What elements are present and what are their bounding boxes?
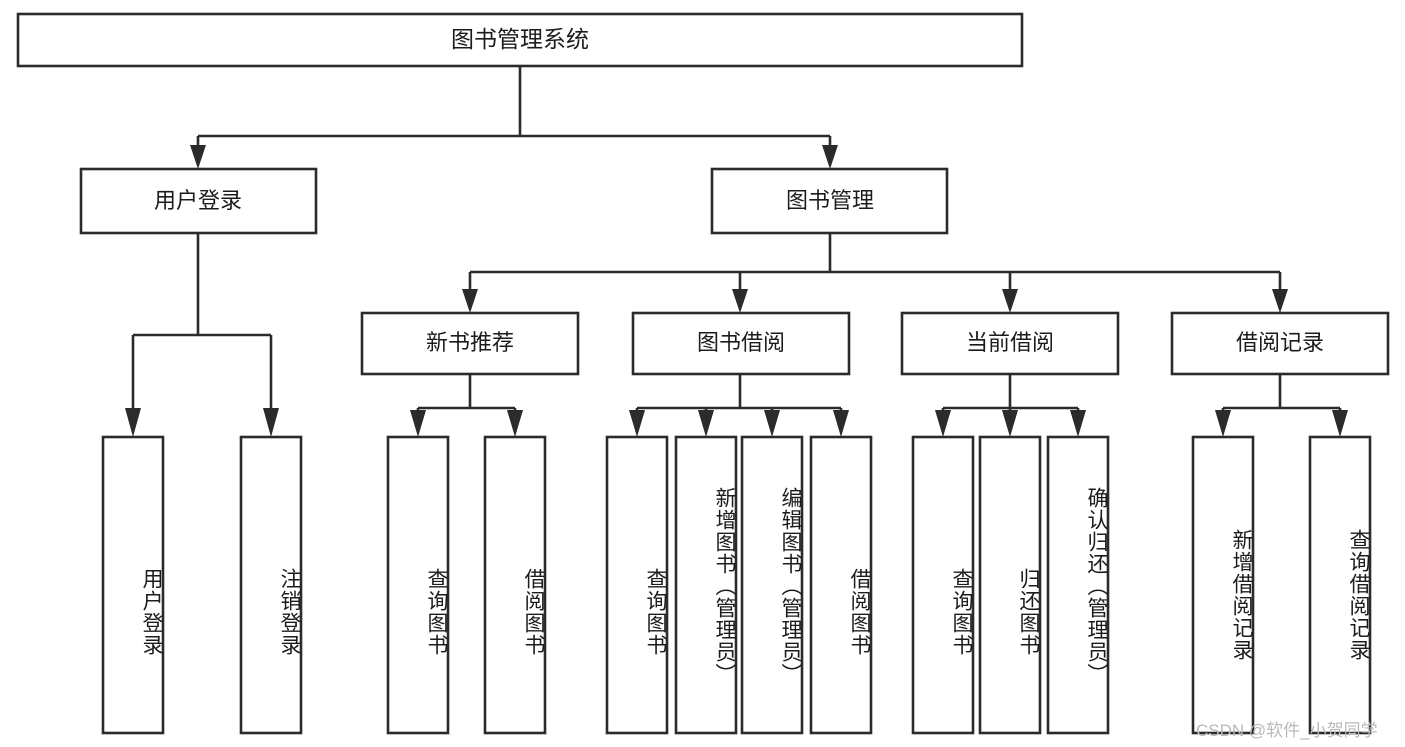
node-user-login-label: 用户登录 bbox=[154, 188, 242, 213]
arrow-current-leaf-1 bbox=[935, 410, 951, 437]
node-new-book-recommend-label: 新书推荐 bbox=[426, 330, 514, 355]
arrow-book-to-record bbox=[1272, 289, 1288, 313]
leaf-box-user-login[interactable] bbox=[101, 435, 165, 735]
arrow-new-leaf-2 bbox=[507, 410, 523, 437]
node-user-login[interactable]: 用户登录 bbox=[79, 167, 318, 235]
connector-group bbox=[125, 66, 1348, 437]
arrow-root-to-book bbox=[822, 145, 838, 169]
arrow-book-to-new bbox=[462, 289, 478, 313]
arrow-borrow-leaf-2 bbox=[698, 410, 714, 437]
node-book-borrow-label: 图书借阅 bbox=[697, 330, 785, 355]
arrow-borrow-leaf-4 bbox=[833, 410, 849, 437]
node-root[interactable]: 图书管理系统 bbox=[16, 12, 1024, 68]
node-current-borrow-box[interactable] bbox=[900, 311, 1120, 376]
arrow-current-leaf-2 bbox=[1002, 410, 1018, 437]
node-user-login-box[interactable] bbox=[79, 167, 318, 235]
leaf-box-borrow-lend[interactable] bbox=[809, 435, 873, 735]
node-book-management[interactable]: 图书管理 bbox=[710, 167, 949, 235]
arrow-record-leaf-1 bbox=[1215, 410, 1231, 437]
node-book-borrow[interactable]: 图书借阅 bbox=[631, 311, 851, 376]
leaf-box-new-query[interactable] bbox=[386, 435, 450, 735]
leaf-box-new-borrow[interactable] bbox=[483, 435, 547, 735]
arrow-new-leaf-1 bbox=[410, 410, 426, 437]
csdn-watermark: CSDN @软件_小贺同学 bbox=[1196, 721, 1378, 740]
leaf-box-borrow-edit[interactable] bbox=[740, 435, 804, 735]
arrow-borrow-leaf-1 bbox=[629, 410, 645, 437]
node-book-management-label: 图书管理 bbox=[786, 188, 874, 213]
arrow-book-to-current bbox=[1002, 289, 1018, 313]
arrow-user-leaf-2 bbox=[263, 408, 279, 437]
arrow-user-leaf-1 bbox=[125, 408, 141, 437]
leaf-box-current-query[interactable] bbox=[911, 435, 975, 735]
arrow-root-to-user bbox=[190, 145, 206, 169]
node-current-borrow[interactable]: 当前借阅 bbox=[900, 311, 1120, 376]
node-borrow-record[interactable]: 借阅记录 bbox=[1170, 311, 1390, 376]
arrow-current-leaf-3 bbox=[1070, 410, 1086, 437]
arrow-book-to-borrow bbox=[732, 289, 748, 313]
leaf-box-record-add[interactable] bbox=[1191, 435, 1255, 735]
node-book-management-box[interactable] bbox=[710, 167, 949, 235]
leaf-box-current-confirm[interactable] bbox=[1046, 435, 1110, 735]
leaf-box-current-return[interactable] bbox=[978, 435, 1042, 735]
node-current-borrow-label: 当前借阅 bbox=[966, 330, 1054, 355]
node-new-book-recommend-box[interactable] bbox=[360, 311, 580, 376]
leaf-boxes bbox=[101, 435, 1372, 735]
leaf-box-user-logout[interactable] bbox=[239, 435, 303, 735]
node-root-box[interactable] bbox=[16, 12, 1024, 68]
node-book-borrow-box[interactable] bbox=[631, 311, 851, 376]
leaf-box-borrow-add[interactable] bbox=[674, 435, 738, 735]
leaf-box-record-query[interactable] bbox=[1308, 435, 1372, 735]
leaf-box-borrow-query[interactable] bbox=[605, 435, 669, 735]
arrow-record-leaf-2 bbox=[1332, 410, 1348, 437]
node-borrow-record-label: 借阅记录 bbox=[1236, 330, 1324, 355]
node-borrow-record-box[interactable] bbox=[1170, 311, 1390, 376]
node-new-book-recommend[interactable]: 新书推荐 bbox=[360, 311, 580, 376]
node-root-label: 图书管理系统 bbox=[451, 26, 589, 52]
arrow-borrow-leaf-3 bbox=[764, 410, 780, 437]
